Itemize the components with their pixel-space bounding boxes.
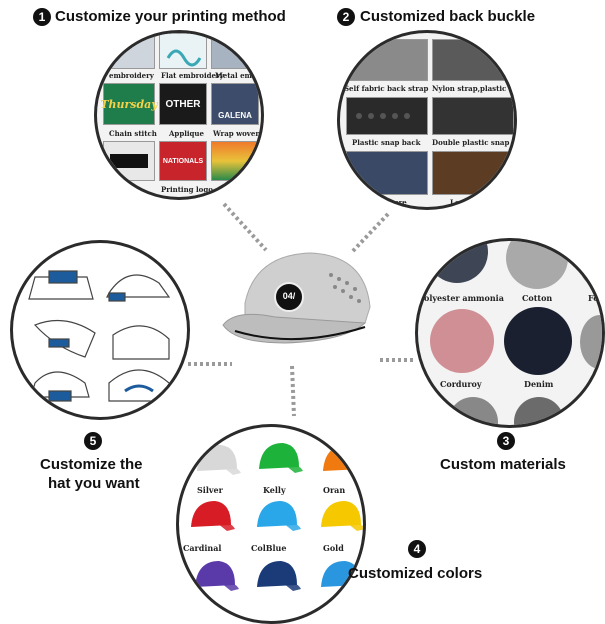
label-kelly: Kelly — [263, 485, 286, 495]
step-1-badge: 1 — [33, 8, 51, 26]
cap-swatch-silver — [193, 441, 241, 484]
step-3-badge: 3 — [497, 432, 515, 450]
step-4-badge: 4 — [408, 540, 426, 558]
colors-heading: Customized colors — [348, 565, 483, 582]
label-chain-stitch: Chain stitch — [109, 129, 157, 138]
grey-swatch — [580, 315, 602, 369]
nationals-text: NATIONALS — [162, 157, 204, 165]
step-2-badge: 2 — [337, 8, 355, 26]
cap-swatch-cardinal — [187, 497, 235, 540]
label-cardinal: Cardinal — [183, 543, 222, 553]
thursday-text: Thursday — [100, 97, 158, 111]
center-cap — [222, 252, 371, 344]
denim-swatch — [504, 307, 572, 375]
materials-heading: Custom materials — [440, 456, 566, 473]
plastic-snap-swatch — [346, 97, 428, 135]
printing-logo-swatch: NATIONALS — [159, 141, 207, 181]
label-plastic-snap: Plastic snap back — [352, 138, 421, 147]
label-fou: Fou — [588, 293, 605, 303]
metal-embroidery-swatch — [211, 33, 259, 69]
label-embroidery: embroidery — [109, 71, 154, 80]
label-applique: Applique — [169, 129, 204, 138]
colors-circle: Silver Kelly Oran Cardinal ColBlue Gold — [176, 424, 366, 624]
galena-text: GALENA — [218, 111, 252, 120]
label-polyester: olyester ammonia — [424, 293, 504, 303]
flat-embroidery-swatch — [159, 33, 207, 69]
closure-swatch — [346, 151, 428, 195]
hat-heading-line2: hat you want — [48, 475, 140, 492]
cap-swatch-navy — [253, 557, 301, 600]
cap-swatch-colblue — [253, 497, 301, 540]
buckle-circle: Self fabric back strap Nylon strap,plast… — [337, 30, 517, 210]
label-gold: Gold — [323, 543, 344, 553]
label-denim: Denim — [524, 379, 554, 389]
cap-patch-text: 04/ — [282, 291, 296, 301]
printing-heading: Customize your printing method — [55, 8, 286, 25]
self-fabric-strap-swatch — [346, 39, 428, 81]
materials-circle: olyester ammonia Cotton Fou Corduroy Den… — [415, 238, 605, 428]
cap-swatch-orange — [319, 441, 363, 484]
label-colblue: ColBlue — [251, 543, 287, 553]
label-nylon: Nylon strap,plastic c — [432, 84, 513, 93]
label-cotton: Cotton — [522, 293, 553, 303]
connector-lines — [188, 202, 414, 417]
press-swatch — [211, 141, 259, 181]
double-snap-swatch — [432, 97, 514, 135]
label-printing-logo: Printing logo — [161, 185, 213, 194]
label-press: Press — [219, 185, 241, 194]
label-metal-embroidery: Metal embro — [215, 71, 264, 80]
step-5-badge: 5 — [84, 432, 102, 450]
nylon-strap-swatch — [432, 39, 514, 81]
label-woven: Wrap woven label — [213, 129, 261, 138]
hat-circle — [10, 240, 190, 420]
label-closure: closure — [378, 198, 407, 207]
printing-circle: embroidery Flat embroidery Metal embro T… — [94, 30, 264, 200]
cotton-swatch — [506, 241, 568, 289]
hat-diagrams — [28, 270, 171, 402]
label-flat-embroidery: Flat embroidery — [161, 71, 224, 80]
chain-stitch-swatch: Thursday — [100, 83, 158, 125]
label-leather: Leat — [450, 198, 468, 207]
leather-swatch — [432, 151, 514, 195]
feits-swatch — [103, 141, 155, 181]
woven-label-swatch: GALENA — [211, 83, 259, 125]
embroidery-swatch — [107, 33, 155, 69]
other-text: OTHER — [165, 98, 201, 110]
cap-swatch-kelly — [255, 439, 303, 482]
buckle-heading: Customized back buckle — [360, 8, 536, 25]
applique-swatch: OTHER — [159, 83, 207, 125]
label-feits: feits — [123, 185, 141, 194]
label-orange: Oran — [323, 485, 346, 495]
cap-swatch-blue — [317, 557, 363, 600]
label-self-fabric: Self fabric back strap — [344, 84, 429, 93]
corduroy-swatch — [430, 309, 494, 373]
label-corduroy: Corduroy — [440, 379, 482, 389]
cap-swatch-gold — [317, 497, 363, 540]
label-silver: Silver — [197, 485, 223, 495]
hat-heading-line1: Customize the — [40, 456, 143, 473]
cap-swatch-purple — [191, 557, 239, 600]
label-double-snap: Double plastic snap ba — [432, 138, 517, 147]
